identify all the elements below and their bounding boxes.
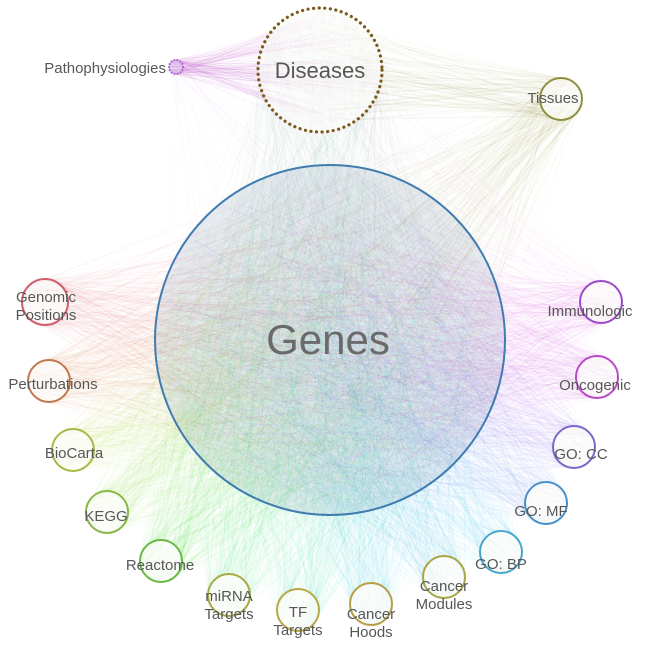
node-layer — [21, 6, 623, 632]
node-tissues[interactable] — [539, 77, 583, 121]
edge-fan-go-bp — [172, 173, 523, 574]
node-oncogenic[interactable] — [575, 355, 619, 399]
node-label-go-bp: GO: BP — [475, 556, 527, 573]
node-pathophysiologies[interactable] — [167, 58, 185, 76]
edge-fan-reactome — [139, 180, 496, 583]
edge-fan-oncogenic — [161, 173, 619, 508]
node-go-cc[interactable] — [552, 425, 596, 469]
base-layer — [155, 165, 505, 515]
node-label-oncogenic: Oncogenic — [559, 377, 631, 394]
node-label-biocarta: BioCarta — [45, 445, 104, 462]
edge-fan-tf-targets — [166, 178, 500, 632]
node-biocarta[interactable] — [51, 428, 95, 472]
edge-fan-go-mf — [162, 183, 568, 525]
edge-fan-cancer-hoods — [169, 173, 493, 626]
node-genomic-positions[interactable] — [21, 278, 69, 326]
node-cancer-modules[interactable] — [422, 555, 466, 599]
edge-fan-biocarta — [51, 175, 490, 505]
node-label-perturbations: Perturbations — [8, 376, 97, 393]
node-label-kegg: KEGG — [84, 508, 127, 525]
node-label-diseases: Diseases — [275, 58, 365, 83]
node-tf-targets[interactable] — [276, 588, 320, 632]
edge-fan-tissues — [174, 77, 583, 501]
node-kegg[interactable] — [85, 490, 129, 534]
genes-fill — [155, 165, 505, 515]
node-cancer-hoods[interactable] — [349, 582, 393, 626]
node-go-bp[interactable] — [479, 530, 523, 574]
node-label-pathophysiologies: Pathophysiologies — [44, 60, 166, 77]
edge-fan-kegg — [85, 174, 495, 534]
node-genes[interactable] — [154, 164, 506, 516]
edge-fan-cancer-modules — [165, 173, 484, 599]
node-reactome[interactable] — [139, 539, 183, 583]
edge-fan-immunologic — [166, 172, 623, 498]
node-label-immunologic: Immunologic — [547, 303, 633, 320]
node-label-reactome: Reactome — [126, 557, 194, 574]
node-mirna-targets[interactable] — [207, 573, 251, 617]
node-diseases[interactable] — [256, 6, 384, 134]
node-immunologic[interactable] — [579, 280, 623, 324]
edge-fan-genomic-positions — [21, 176, 496, 498]
node-label-go-cc: GO: CC — [554, 446, 608, 463]
node-label-tissues: Tissues — [527, 90, 578, 107]
node-go-mf[interactable] — [524, 481, 568, 525]
node-label-genes: Genes — [266, 316, 390, 363]
node-perturbations[interactable] — [27, 359, 71, 403]
node-label-go-mf: GO: MF — [514, 503, 567, 520]
edge-fan-mirna-targets — [162, 172, 483, 617]
